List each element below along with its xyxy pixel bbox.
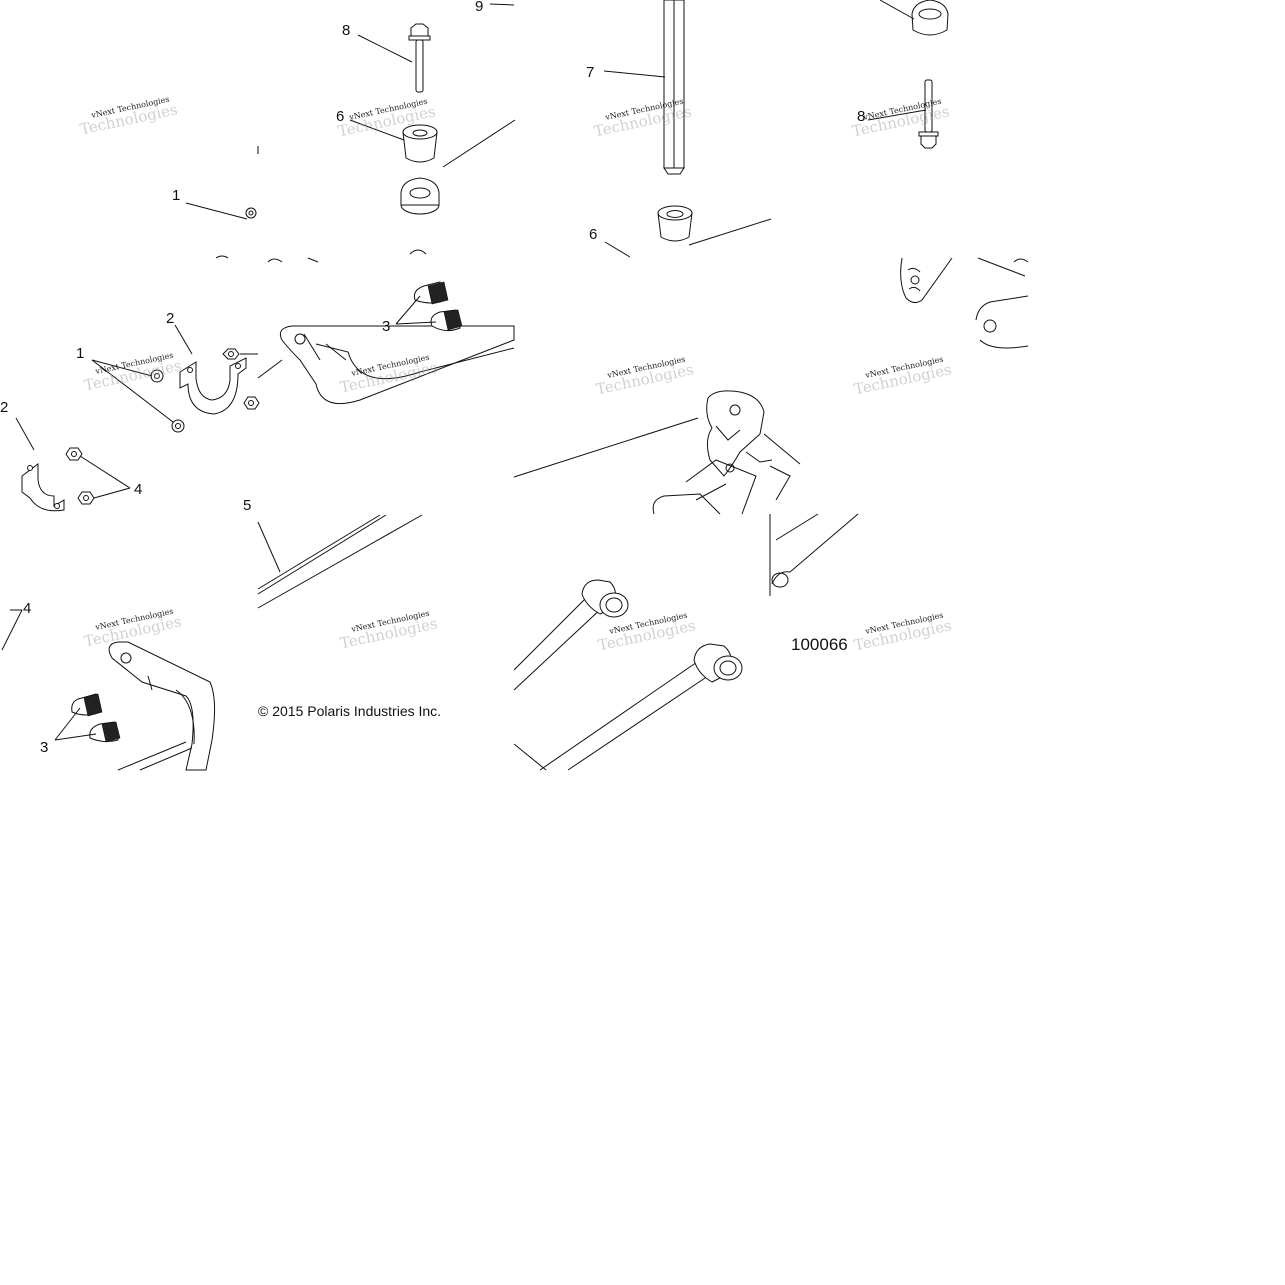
callout-3-lower: 3 [40,739,48,756]
bolt-8-left [408,23,431,93]
callout-8-left: 8 [342,22,350,39]
leader-8-right [867,109,927,121]
diagram-id: 100066 [791,635,848,654]
bushing-top-right [911,0,949,36]
leader-5 [257,521,281,573]
bolts-1 [150,369,185,433]
stabilizer-bar-5 [257,514,423,609]
callout-6-right: 6 [589,226,597,243]
leader-shaft [442,119,516,168]
callout-2-lower: 2 [0,399,8,416]
callout-5: 5 [243,497,251,514]
callout-7: 7 [586,64,594,81]
long-bolt-7 [663,0,685,175]
watermark: Technologies vNext Technologies Technolo… [78,95,953,655]
leader-6-left [349,119,405,141]
stabilizer-bar-lower [108,641,216,771]
bushing-6-upper [402,124,438,163]
bushing-6-right [657,205,693,242]
callout-2-upper: 2 [166,310,174,327]
bolt-8-right [918,79,939,149]
callout-1-top: 1 [172,187,180,204]
nut-small [245,207,257,219]
frame-brackets [900,257,1029,349]
callout-3-upper: 3 [382,318,390,335]
copyright-text: © 2015 Polaris Industries Inc. [258,703,441,719]
leader-2-lower [15,417,35,451]
clamp-2-upper [179,357,247,415]
callout-4-lower: 4 [23,600,31,617]
bushing-lower [400,177,440,215]
leader-2-upper [174,324,193,355]
frame-lower [769,513,859,596]
clips-3-upper [413,281,463,332]
nuts-upper [222,348,260,410]
leader-6-right [604,241,631,258]
a-arm-right [539,643,743,771]
leader-8-left [357,34,413,63]
leader-1-top [185,202,248,220]
frame-pivot [652,390,801,515]
callout-8-right: 8 [857,108,865,125]
callout-9: 9 [475,0,483,15]
clamp-2-lower [21,463,65,512]
callout-1-mid: 1 [76,345,84,362]
leader-9 [489,3,515,6]
callout-4-mid: 4 [134,481,142,498]
callout-6-left: 6 [336,108,344,125]
leader-7 [603,70,666,78]
stabilizer-bar-upper [279,325,515,404]
clips-3-lower [71,693,121,743]
nuts-lower [65,447,95,505]
a-arm-left [513,579,629,691]
